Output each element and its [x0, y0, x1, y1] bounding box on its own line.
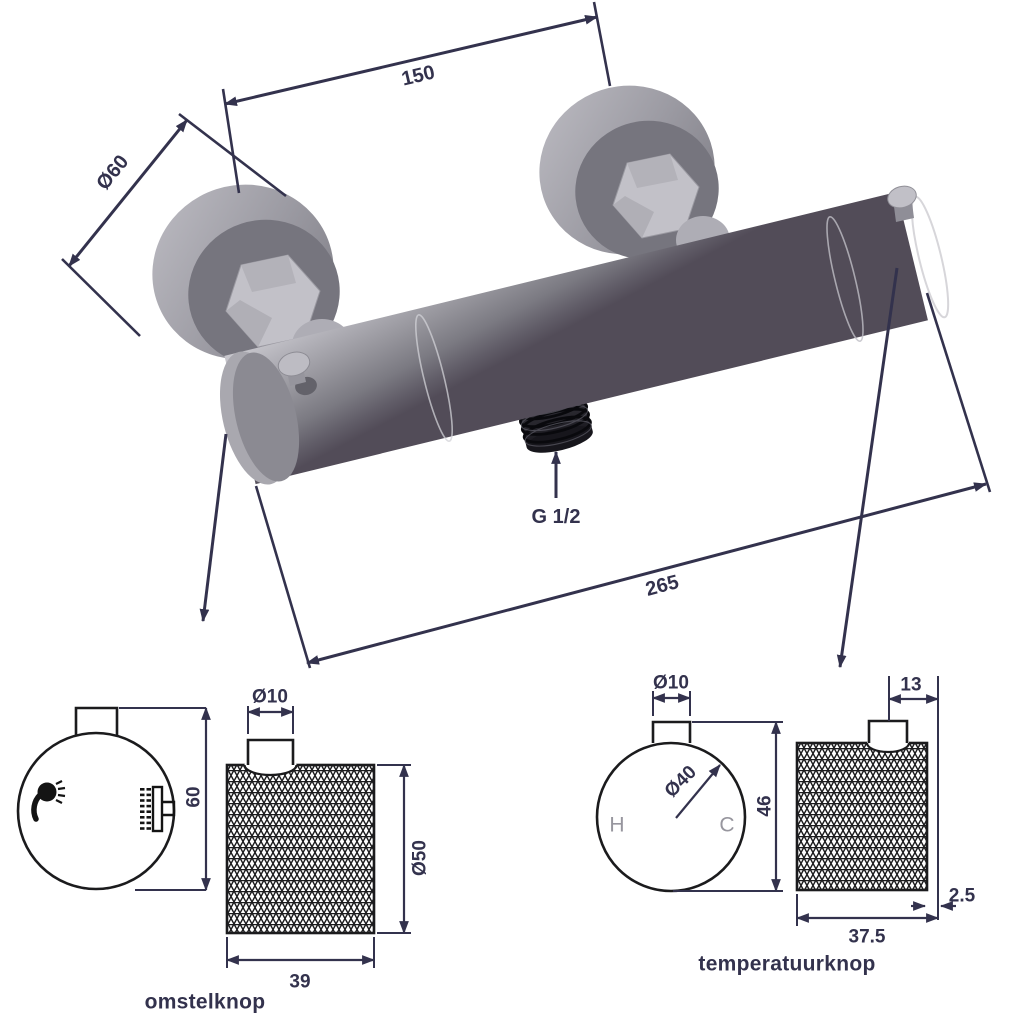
cold-marking: C — [719, 813, 734, 836]
diverter-side-view — [225, 738, 376, 935]
dim-outlet-thread: G 1/2 — [532, 450, 581, 528]
dim-diverter-diameter: Ø50 — [377, 763, 431, 935]
diverter-stem-side — [246, 738, 295, 765]
dim-temperature-stem: Ø10 — [651, 673, 692, 716]
dim-2-5-label: 2.5 — [949, 886, 976, 907]
dim-stem-10-temp-label: Ø10 — [653, 673, 689, 694]
right-seam — [826, 215, 864, 343]
faucet-3d-render — [152, 85, 950, 485]
dim-temperature-edge-offset: 2.5 — [911, 886, 976, 911]
dim-diverter-width: 39 — [225, 937, 376, 993]
temperature-stem-side — [867, 719, 909, 743]
dim-39-label: 39 — [289, 972, 310, 993]
temperature-knob-caption: temperatuurknop — [698, 952, 875, 975]
dim-diverter-height: 60 — [119, 706, 211, 892]
dim-temperature-width: 37.5 — [795, 894, 940, 948]
dim-diverter-stem: Ø10 — [246, 687, 295, 734]
leader-diverter-knob — [199, 433, 228, 623]
left-hex-nut — [225, 254, 321, 348]
dim-46-label: 46 — [755, 795, 776, 816]
left-pin-button — [277, 351, 317, 396]
dim-stem-10-label: Ø10 — [252, 687, 288, 708]
temperature-side-view — [795, 719, 929, 892]
leader-temperature-knob — [836, 267, 899, 669]
temperature-stem-front — [651, 720, 692, 743]
dim-temperature-stem-offset: 13 — [887, 675, 940, 920]
dim-60-label: 60 — [184, 786, 205, 807]
overhead-shower-icon — [140, 785, 176, 833]
dim-diameter-60-label: Ø60 — [92, 151, 133, 194]
diverter-stem-front — [74, 706, 119, 736]
dim-37-5-label: 37.5 — [849, 927, 886, 948]
dim-50-label: Ø50 — [410, 840, 431, 876]
dim-temperature-height: 46 — [673, 720, 783, 893]
left-end-cap — [232, 352, 300, 482]
outlet-thread-label: G 1/2 — [532, 506, 581, 528]
temperature-knob-drawing: H C Ø40 Ø10 46 — [595, 673, 976, 975]
hot-marking: H — [609, 813, 624, 836]
left-seam — [414, 314, 454, 442]
dim-150-label: 150 — [399, 61, 437, 90]
dim-13-label: 13 — [900, 675, 921, 696]
right-wall-plate — [539, 85, 730, 264]
handshower-icon — [31, 780, 66, 822]
mixer-bar — [219, 191, 950, 485]
diverter-knob-caption: omstelknop — [145, 990, 266, 1013]
dim-265-label: 265 — [643, 571, 681, 601]
diverter-knob-drawing: 60 Ø10 Ø50 39 oms — [16, 687, 431, 1013]
right-pin-button — [887, 185, 917, 222]
